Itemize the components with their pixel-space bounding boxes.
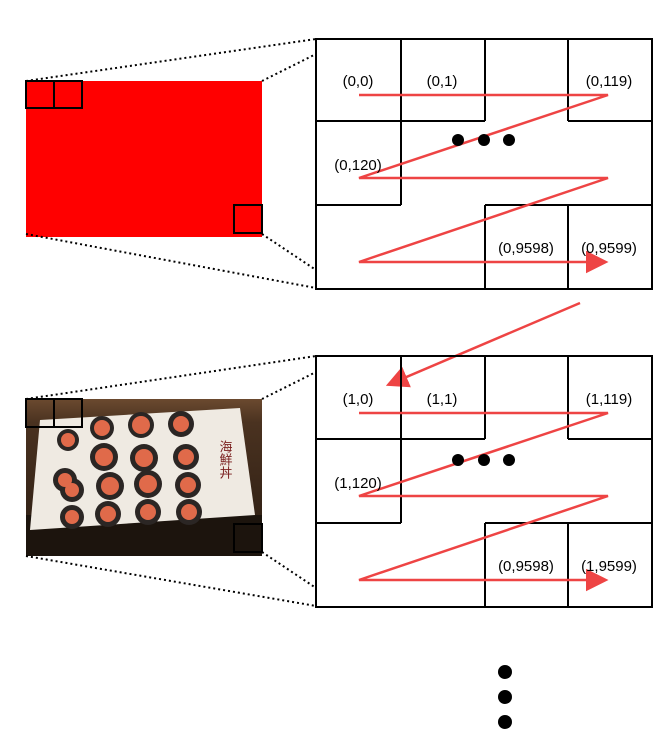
patch-highlight-last bbox=[233, 204, 263, 234]
callout-line-top-right bbox=[261, 371, 317, 400]
patch-highlight-last bbox=[233, 523, 263, 553]
panel-1: (0,0) (0,1) (0,119) (0,120) (0,9598) (0,… bbox=[25, 38, 653, 290]
patch-label-row-end: (0,119) bbox=[586, 73, 632, 90]
ellipsis-dot bbox=[498, 690, 512, 704]
patch-label-second-last: (0,9598) bbox=[498, 558, 554, 575]
patch-label-second: (1,1) bbox=[427, 391, 458, 408]
callout-line-bottom-right bbox=[261, 551, 317, 589]
patch-label-first: (0,0) bbox=[343, 73, 374, 90]
next-image-arrow bbox=[385, 301, 581, 388]
continuation-ellipsis bbox=[498, 665, 512, 729]
ellipsis-dot bbox=[503, 134, 515, 146]
ellipsis-dot bbox=[478, 454, 490, 466]
ellipsis-dot bbox=[498, 665, 512, 679]
ellipsis-dot bbox=[503, 454, 515, 466]
ellipsis-dot bbox=[478, 134, 490, 146]
patch-label-row-end: (1,119) bbox=[586, 391, 632, 408]
menu-title-text: 海鮮丼 bbox=[217, 440, 233, 479]
callout-line-bottom-right bbox=[261, 233, 317, 271]
patch-highlight-1 bbox=[53, 80, 83, 109]
patch-label-last: (1,9599) bbox=[581, 558, 637, 575]
raster-scan-arrow bbox=[358, 93, 609, 274]
patch-highlight-1 bbox=[53, 398, 83, 428]
sushi-menu-photo: 海鮮丼 bbox=[26, 399, 262, 556]
ellipsis-dot bbox=[452, 134, 464, 146]
callout-line-top-left bbox=[25, 38, 317, 82]
patch-label-next-row: (0,120) bbox=[334, 157, 382, 174]
callout-line-bottom-left bbox=[25, 555, 317, 607]
raster-scan-arrow bbox=[358, 411, 609, 592]
callout-line-top-left bbox=[25, 355, 317, 400]
panel-2: 海鮮丼 (1,0) (1,1) bbox=[25, 355, 653, 608]
ellipsis-dot bbox=[452, 454, 464, 466]
callout-line-top-right bbox=[261, 53, 317, 82]
patch-label-last: (0,9599) bbox=[581, 240, 637, 257]
patch-label-second: (0,1) bbox=[427, 73, 458, 90]
patch-label-second-last: (0,9598) bbox=[498, 240, 554, 257]
ellipsis-dot bbox=[498, 715, 512, 729]
solid-red-image bbox=[26, 81, 262, 237]
callout-line-bottom-left bbox=[25, 233, 317, 289]
patch-label-first: (1,0) bbox=[343, 391, 374, 408]
patch-label-next-row: (1,120) bbox=[334, 475, 382, 492]
